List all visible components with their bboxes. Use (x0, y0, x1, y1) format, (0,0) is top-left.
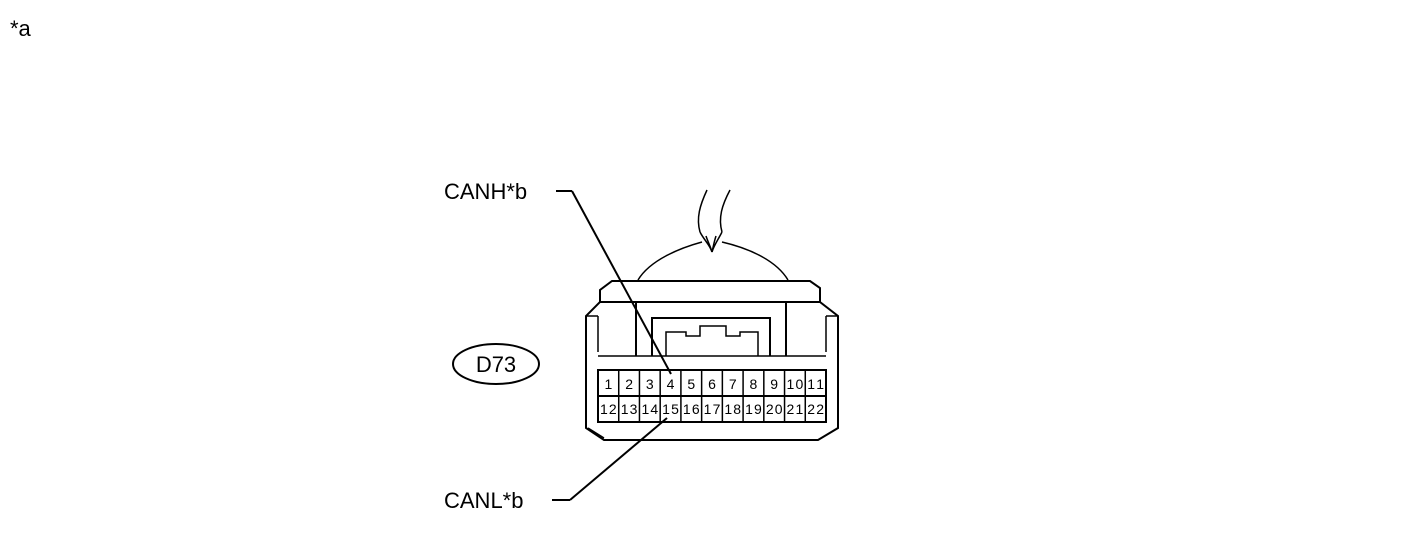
pin-11: 11 (807, 376, 824, 392)
pin-6: 6 (708, 376, 716, 392)
pin-15: 15 (662, 401, 679, 417)
wire-harness (637, 189, 789, 281)
pin-10: 10 (787, 376, 804, 392)
pin-2: 2 (625, 376, 633, 392)
pin-9: 9 (770, 376, 778, 392)
pin-4: 4 (667, 376, 675, 392)
callout-canl: CANL*b (444, 417, 668, 513)
canl-label: CANL*b (444, 488, 523, 513)
pin-1: 1 (604, 376, 612, 392)
pin-22: 22 (807, 401, 824, 417)
connector-code-badge: D73 (452, 343, 540, 385)
pin-17: 17 (704, 401, 721, 417)
corner-label: *a (10, 16, 32, 41)
callout-canh: CANH*b (444, 179, 672, 375)
pin-20: 20 (766, 401, 783, 417)
pin-8: 8 (750, 376, 758, 392)
pin-19: 19 (745, 401, 762, 417)
connector-housing (585, 280, 839, 441)
pin-21: 21 (787, 401, 804, 417)
pin-5: 5 (687, 376, 695, 392)
pin-16: 16 (683, 401, 700, 417)
pin-18: 18 (724, 401, 741, 417)
canh-label: CANH*b (444, 179, 527, 204)
pin-13: 13 (621, 401, 638, 417)
pin-12: 12 (600, 401, 617, 417)
pin-14: 14 (641, 401, 658, 417)
pin-7: 7 (729, 376, 737, 392)
connector-code: D73 (476, 352, 516, 377)
pin-3: 3 (646, 376, 654, 392)
